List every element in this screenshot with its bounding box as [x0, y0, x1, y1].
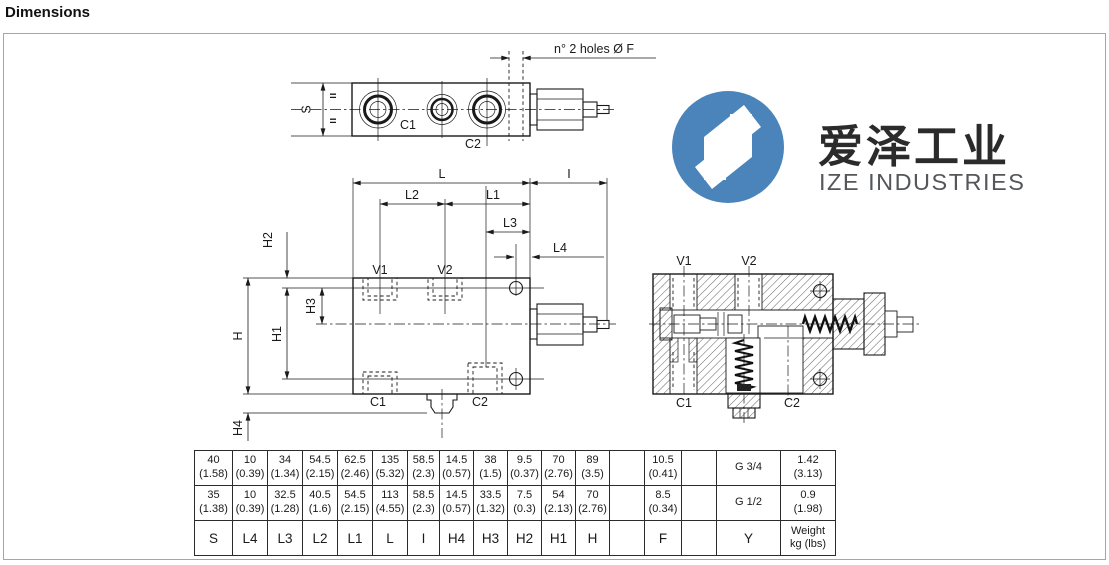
- table-cell: [681, 485, 717, 521]
- table-cell: 1.42 (3.13): [780, 450, 836, 486]
- dim-label-h1: H1: [270, 326, 284, 342]
- table-cell: 54.5 (2.15): [337, 485, 373, 521]
- equal-mark-bottom: =: [329, 114, 336, 128]
- top-view: S = = n° 2 holes Ø F C1 C2: [291, 42, 656, 151]
- table-cell: G 1/2: [716, 485, 781, 521]
- table-cell: 40.5 (1.6): [302, 485, 338, 521]
- front-view-label-c2: C2: [472, 395, 488, 409]
- top-view-port-mid: [426, 81, 458, 138]
- mounting-hole-top: [508, 280, 524, 296]
- drawing-frame: S = = n° 2 holes Ø F C1 C2: [3, 33, 1106, 560]
- table-cell: 70 (2.76): [575, 485, 610, 521]
- table-cell: 54 (2.13): [541, 485, 576, 521]
- table-cell: 58.5 (2.3): [407, 450, 440, 486]
- section-label-c1: C1: [676, 396, 692, 410]
- table-cell: 40 (1.58): [194, 450, 233, 486]
- table-cell: [609, 485, 645, 521]
- mounting-hole-bottom: [508, 371, 524, 387]
- table-header-cell: L1: [337, 520, 373, 556]
- top-view-adjuster: [529, 88, 610, 131]
- table-cell: 135 (5.32): [372, 450, 408, 486]
- holes-note: n° 2 holes Ø F: [554, 42, 634, 56]
- table-cell: 33.5 (1.32): [473, 485, 508, 521]
- table-cell: 34 (1.34): [267, 450, 303, 486]
- top-view-port-c1: [359, 78, 397, 141]
- front-view: L I L2 L1 L3 L4 H H4 H2: [231, 167, 616, 441]
- page-title: Dimensions: [5, 4, 91, 21]
- table-cell: G 3/4: [716, 450, 781, 486]
- table-header-cell: L: [372, 520, 408, 556]
- dim-label-l4: L4: [553, 241, 567, 255]
- table-header-cell: H4: [439, 520, 474, 556]
- table-cell: 35 (1.38): [194, 485, 233, 521]
- table-row: 40 (1.58)10 (0.39)34 (1.34)54.5 (2.15)62…: [194, 450, 836, 486]
- dim-label-l1: L1: [486, 188, 500, 202]
- table-header-cell: H: [575, 520, 610, 556]
- equal-mark-top: =: [329, 89, 336, 103]
- logo: 爱泽工业 IZE INDUSTRIES: [672, 91, 1025, 203]
- section-label-c2: C2: [784, 396, 800, 410]
- table-cell: 58.5 (2.3): [407, 485, 440, 521]
- table-cell: 62.5 (2.46): [337, 450, 373, 486]
- top-view-label-c2: C2: [465, 137, 481, 151]
- table-header-cell: [609, 520, 645, 556]
- dim-label-i: I: [567, 167, 570, 181]
- section-view: V1 V2 C1 C2: [649, 254, 919, 424]
- table-cell: 89 (3.5): [575, 450, 610, 486]
- dim-label-h: H: [231, 331, 245, 340]
- top-view-port-c2: [468, 78, 506, 146]
- table-cell: 38 (1.5): [473, 450, 508, 486]
- table-cell: 10 (0.39): [232, 450, 268, 486]
- pilot-spring: [731, 339, 757, 391]
- logo-text-en: IZE INDUSTRIES: [819, 169, 1025, 195]
- front-view-label-v2: V2: [437, 263, 452, 277]
- dim-label-l3: L3: [503, 216, 517, 230]
- front-view-label-c1: C1: [370, 395, 386, 409]
- table-row: 35 (1.38)10 (0.39)32.5 (1.28)40.5 (1.6)5…: [194, 485, 836, 521]
- table-header-cell: Weight kg (lbs): [780, 520, 836, 556]
- table-header-cell: [681, 520, 717, 556]
- table-header-cell: H2: [507, 520, 542, 556]
- dimensions-table: 40 (1.58)10 (0.39)34 (1.34)54.5 (2.15)62…: [194, 450, 836, 556]
- table-header-cell: S: [194, 520, 233, 556]
- table-cell: 54.5 (2.15): [302, 450, 338, 486]
- section-label-v1: V1: [676, 254, 691, 268]
- dim-label-l: L: [439, 167, 446, 181]
- table-cell: [681, 450, 717, 486]
- dim-label-h2: H2: [261, 232, 275, 248]
- table-header-cell: I: [407, 520, 440, 556]
- table-header-cell: H1: [541, 520, 576, 556]
- front-view-label-v1: V1: [372, 263, 387, 277]
- table-cell: 14.5 (0.57): [439, 450, 474, 486]
- table-cell: 9.5 (0.37): [507, 450, 542, 486]
- dim-label-s: S: [300, 105, 314, 113]
- table-cell: 70 (2.76): [541, 450, 576, 486]
- table-cell: 8.5 (0.34): [644, 485, 682, 521]
- table-cell: [609, 450, 645, 486]
- front-view-adjuster: [529, 303, 610, 346]
- logo-mark-shape-2: [695, 114, 752, 189]
- logo-text-cn: 爱泽工业: [818, 121, 1010, 172]
- dim-label-h3: H3: [304, 298, 318, 314]
- table-header-cell: H3: [473, 520, 508, 556]
- table-cell: 32.5 (1.28): [267, 485, 303, 521]
- table-cell: 10 (0.39): [232, 485, 268, 521]
- dim-label-h4: H4: [231, 420, 245, 436]
- table-header-cell: L4: [232, 520, 268, 556]
- top-view-label-c1: C1: [400, 118, 416, 132]
- table-cell: 10.5 (0.41): [644, 450, 682, 486]
- technical-drawing: S = = n° 2 holes Ø F C1 C2: [231, 42, 1025, 441]
- table-cell: 113 (4.55): [372, 485, 408, 521]
- table-header-cell: L3: [267, 520, 303, 556]
- table-header-cell: L2: [302, 520, 338, 556]
- table-header-cell: F: [644, 520, 682, 556]
- section-label-v2: V2: [741, 254, 756, 268]
- table-cell: 0.9 (1.98): [780, 485, 836, 521]
- table-header-cell: Y: [716, 520, 781, 556]
- dim-label-l2: L2: [405, 188, 419, 202]
- table-cell: 14.5 (0.57): [439, 485, 474, 521]
- table-cell: 7.5 (0.3): [507, 485, 542, 521]
